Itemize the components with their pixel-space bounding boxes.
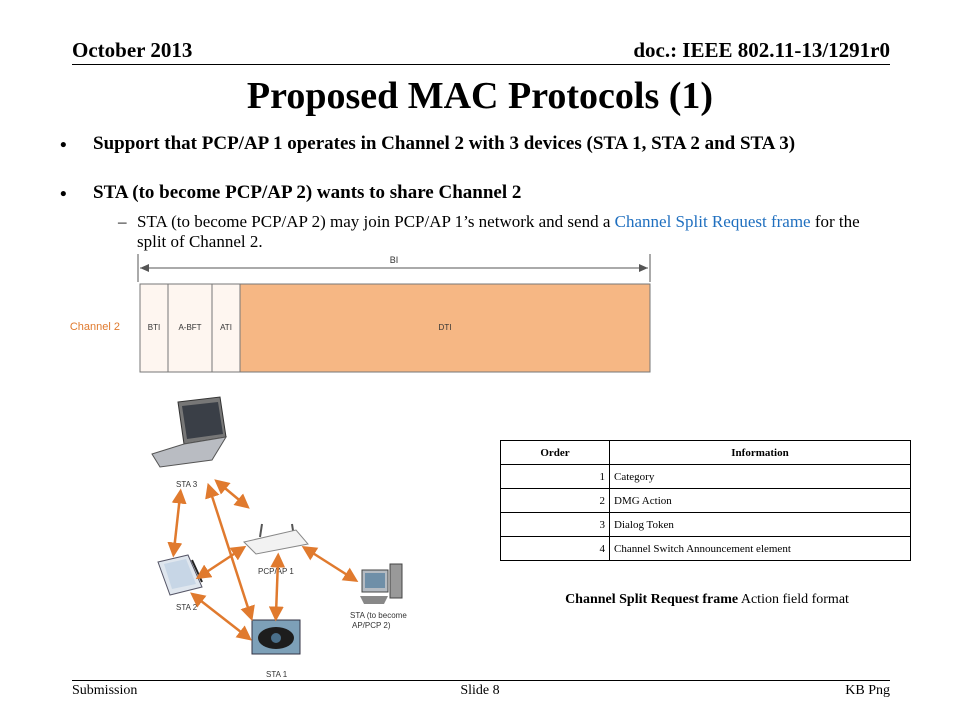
desktop-computer-icon [360, 563, 403, 604]
network-topology-figure: STA 3 STA 2 PCP/AP 1 STA 1 STA (to becom… [151, 396, 407, 679]
sub-bullet-possessive: ’s network and send a [463, 212, 615, 231]
segment-bti: BTI [148, 323, 160, 332]
bullet-marker: • [60, 135, 67, 156]
table-caption: Channel Split Request frame Action field… [500, 592, 914, 608]
action-field-table: Order Information 1 Category 2 DMG Actio… [500, 440, 911, 561]
sta-new-label-1: STA (to become [350, 611, 407, 620]
sub-bullet-suffix: for the split of Channel 2. [137, 212, 860, 251]
laptop-icon [151, 396, 227, 468]
bi-label: BI [390, 255, 399, 265]
footer-divider [72, 680, 890, 681]
table-row: 1 Category [500, 464, 911, 489]
table-header-order: Order [500, 440, 610, 465]
table-header-row: Order Information [500, 440, 911, 465]
footer-author: KB Png [845, 683, 890, 698]
sta-new-label-2: AP/PCP 2) [352, 621, 391, 630]
caption-rest: Action field format [738, 592, 849, 607]
header-divider [72, 64, 890, 65]
table-row: 3 Dialog Token [500, 512, 911, 537]
bullet-1: Support that PCP/AP 1 operates in Channe… [93, 133, 796, 154]
table-cell-order: 4 [500, 536, 610, 561]
table-header-information: Information [609, 440, 911, 465]
sub-bullet-marker: – [118, 212, 127, 231]
sub-bullet: STA (to become PCP/AP 2) may join PCP/AP… [137, 212, 862, 252]
footer-submission: Submission [72, 683, 138, 698]
table-cell-info: Dialog Token [609, 512, 911, 537]
table-row: 2 DMG Action [500, 488, 911, 513]
table-cell-order: 1 [500, 464, 610, 489]
segment-ati: ATI [220, 323, 232, 332]
table-cell-info: Channel Switch Announcement element [609, 536, 911, 561]
table-cell-info: DMG Action [609, 488, 911, 513]
channel-label: Channel 2 [70, 321, 120, 333]
table-row: 4 Channel Switch Announcement element [500, 536, 911, 561]
beacon-interval-diagram: BI Channel 2 BTI A-BFT ATI DTI [70, 254, 651, 373]
sta2-label: STA 2 [176, 603, 198, 612]
access-point-icon [243, 523, 309, 555]
caption-bold: Channel Split Request frame [565, 592, 739, 607]
bullet-marker: • [60, 184, 67, 205]
slide-title: Proposed MAC Protocols (1) [246, 75, 714, 117]
table-cell-order: 3 [500, 512, 610, 537]
link-arrows [167, 479, 359, 641]
sta1-label: STA 1 [266, 670, 288, 679]
header-date: October 2013 [72, 38, 193, 62]
footer-slide-number: Slide 8 [460, 683, 500, 698]
sub-bullet-prefix: STA (to become PCP/AP 2) may join PCP/AP… [137, 212, 464, 231]
header-doc-id: doc.: IEEE 802.11-13/1291r0 [633, 38, 890, 62]
tablet-icon [157, 554, 203, 596]
bullet-2: STA (to become PCP/AP 2) wants to share … [93, 182, 522, 203]
table-cell-info: Category [609, 464, 911, 489]
table-cell-order: 2 [500, 488, 610, 513]
sta3-label: STA 3 [176, 480, 198, 489]
channel-split-request-link[interactable]: Channel Split Request frame [614, 212, 811, 231]
device-icon [251, 619, 301, 655]
segment-dti: DTI [439, 323, 452, 332]
segment-abft: A-BFT [178, 323, 201, 332]
